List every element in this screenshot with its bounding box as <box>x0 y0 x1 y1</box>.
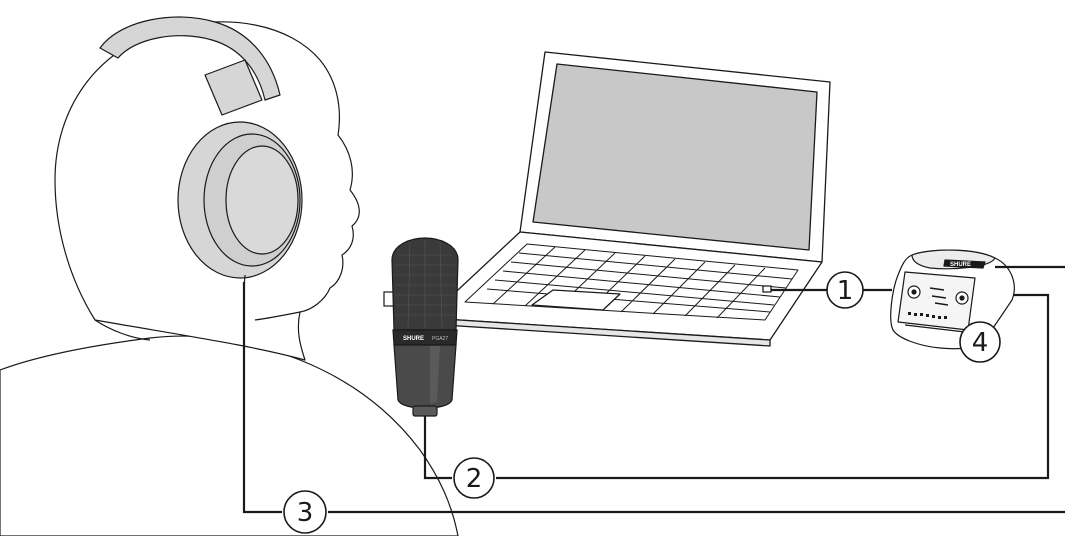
callout-4: 4 <box>959 321 1001 363</box>
audio-interface-logo-plate <box>943 259 986 269</box>
callout-1: 1 <box>826 271 864 309</box>
laptop-usb-port <box>762 285 772 293</box>
callout-2: 2 <box>453 457 495 499</box>
audio-interface-brand-label: SHURE <box>950 262 971 268</box>
headphone-cable <box>242 282 282 514</box>
callout-1-label: 1 <box>837 276 854 306</box>
microphone-connector <box>412 405 438 417</box>
microphone-brand-label: SHURE <box>403 336 424 342</box>
level-meter <box>908 312 947 319</box>
headphones-headband <box>99 16 281 101</box>
callout-3-label: 3 <box>297 498 314 528</box>
cables <box>242 265 1065 514</box>
headphones-slider <box>204 59 263 116</box>
laptop-keyboard <box>464 243 799 321</box>
callout-3: 3 <box>283 490 327 534</box>
microphone-body <box>393 344 457 409</box>
person-body <box>0 335 459 536</box>
person-silhouette <box>0 21 459 536</box>
laptop-screen <box>532 63 818 251</box>
audio-interface <box>890 249 1015 350</box>
callout-4-label: 4 <box>972 328 989 358</box>
microphone <box>383 237 459 417</box>
headphones <box>99 16 303 301</box>
callout-2-label: 2 <box>466 464 483 494</box>
laptop-trackpad <box>531 289 621 311</box>
microphone-model-label: PGA27 <box>432 336 448 342</box>
mic-cable <box>423 416 452 480</box>
interface-mixer-icon <box>929 287 949 306</box>
laptop <box>427 51 831 347</box>
